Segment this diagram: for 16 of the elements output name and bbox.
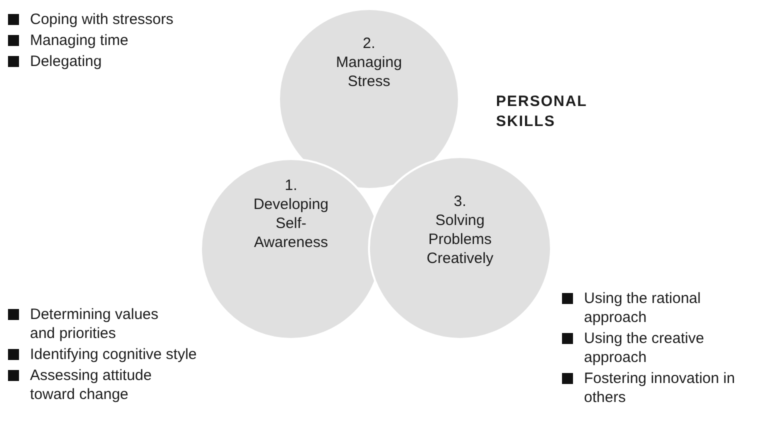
circle-label: Developing Self-Awareness <box>252 195 330 252</box>
section-heading: PERSONAL SKILLS <box>496 92 588 132</box>
list-item: Fostering innovation in others <box>584 369 736 407</box>
list-item: Delegating <box>30 52 103 71</box>
list-item: Assessing attitude toward change <box>30 366 153 404</box>
list-item: Using the creative approach <box>584 329 706 367</box>
circle-label: Managing Stress <box>335 53 403 91</box>
circle-number: 2. <box>362 34 376 53</box>
circle-number: 1. <box>284 176 298 195</box>
circle-label: Solving Problems Creatively <box>426 211 494 268</box>
list-item: Determining values and priorities <box>30 305 160 343</box>
circle-number: 3. <box>454 192 466 211</box>
list-item: Coping with stressors <box>30 10 174 29</box>
list-item: Using the rational approach <box>584 289 702 327</box>
list-item: Identifying cognitive style <box>30 345 198 364</box>
list-item: Managing time <box>30 31 130 50</box>
